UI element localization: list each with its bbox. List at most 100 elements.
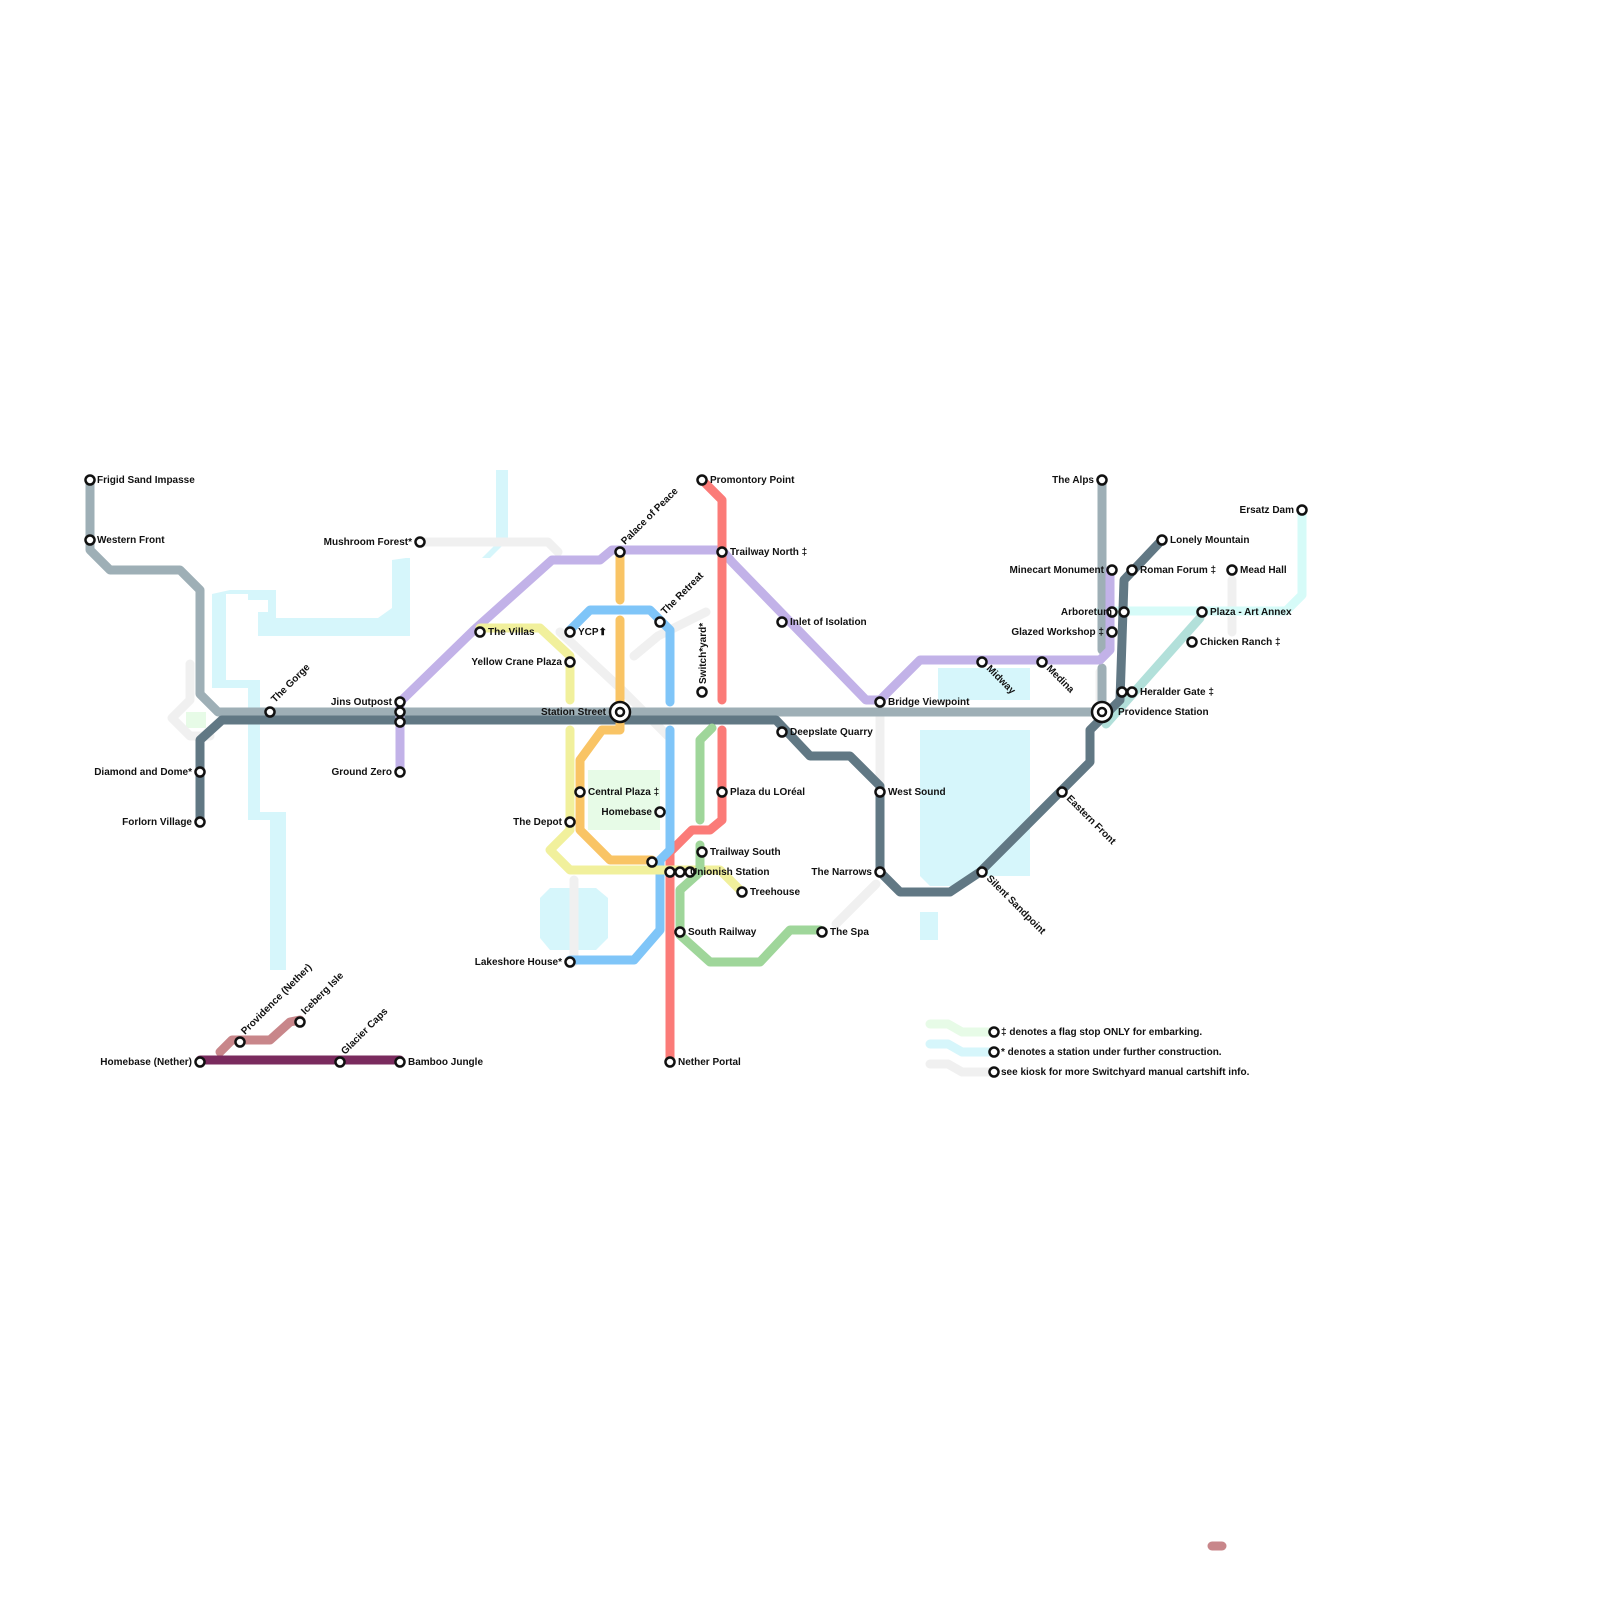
station-forlorn[interactable] <box>194 816 206 828</box>
platform-dot[interactable] <box>394 716 406 728</box>
station-groundzero[interactable] <box>394 766 406 778</box>
platform-dot[interactable] <box>1118 606 1130 618</box>
station-glacier[interactable] <box>334 1056 346 1068</box>
station-depot[interactable] <box>564 816 576 828</box>
station-label-unionish: Unionish Station <box>690 867 769 878</box>
station-alps[interactable] <box>1096 474 1108 486</box>
station-netherportal[interactable] <box>664 1056 676 1068</box>
station-label-romanforum: Roman Forum ‡ <box>1140 565 1216 576</box>
station-lonely[interactable] <box>1156 534 1168 546</box>
legend-swatch <box>925 1039 995 1057</box>
station-label-heralder: Heralder Gate ‡ <box>1140 687 1214 698</box>
station-plazaart[interactable] <box>1196 606 1208 618</box>
station-label-switchyard: Switch*yard* <box>698 623 709 684</box>
station-inlet[interactable] <box>776 616 788 628</box>
water-area <box>212 470 508 970</box>
station-label-gorge: The Gorge <box>269 662 312 705</box>
station-switchyard[interactable] <box>696 686 708 698</box>
station-easternfront[interactable] <box>1056 786 1068 798</box>
platform-dot[interactable] <box>394 706 406 718</box>
water-area <box>920 730 1030 886</box>
station-jins[interactable] <box>394 696 406 708</box>
station-bridgeview[interactable] <box>874 696 886 708</box>
station-label-plazaduloreal: Plaza du LOréal <box>730 787 805 798</box>
station-label-southrailway: South Railway <box>688 927 757 938</box>
station-ycp[interactable] <box>564 626 576 638</box>
station-bamboo[interactable] <box>394 1056 406 1068</box>
station-meadhall[interactable] <box>1226 564 1238 576</box>
station-label-easternfront: Eastern Front <box>1064 793 1118 847</box>
station-ersatz[interactable] <box>1296 504 1308 516</box>
station-label-retreat: The Retreat <box>659 570 706 617</box>
station-romanforum[interactable] <box>1126 564 1138 576</box>
station-unionish[interactable] <box>674 866 686 878</box>
station-trailwaynorth[interactable] <box>716 546 728 558</box>
station-villas[interactable] <box>474 626 486 638</box>
station-glazed[interactable] <box>1106 626 1118 638</box>
station-lakeshore[interactable] <box>564 956 576 968</box>
station-arboretum[interactable] <box>1106 606 1118 618</box>
station-label-homebase: Homebase <box>601 807 652 818</box>
construction-track <box>167 659 215 741</box>
station-label-stationstreet: Station Street <box>541 707 607 718</box>
station-diamond[interactable] <box>194 766 206 778</box>
platform-dot[interactable] <box>1116 686 1128 698</box>
yellow-line <box>475 623 575 705</box>
park-area <box>186 712 206 728</box>
station-heralder[interactable] <box>1126 686 1138 698</box>
station-label-trailwaynorth: Trailway North ‡ <box>730 547 807 558</box>
construction-track <box>629 607 711 661</box>
platform-dot[interactable] <box>664 866 676 878</box>
station-retreat[interactable] <box>654 616 666 628</box>
station-label-ycp: YCP⬆ <box>578 627 607 638</box>
station-iceberg[interactable] <box>294 1016 306 1028</box>
station-label-lonely: Lonely Mountain <box>1170 535 1249 546</box>
station-spa[interactable] <box>816 926 828 938</box>
legend-text: * denotes a station under further constr… <box>1001 1047 1222 1058</box>
station-minecart[interactable] <box>1106 564 1118 576</box>
station-trailwaysouth[interactable] <box>696 846 708 858</box>
station-label-arboretum: Arboretum <box>1061 607 1112 618</box>
station-western[interactable] <box>84 534 96 546</box>
grey-line <box>85 475 1107 717</box>
station-plazaduloreal[interactable] <box>716 786 728 798</box>
station-deepslate[interactable] <box>776 726 788 738</box>
station-medina[interactable] <box>1036 656 1048 668</box>
legend-text: see kiosk for more Switchyard manual car… <box>1001 1067 1250 1078</box>
legend-dot <box>988 1046 1000 1058</box>
terrain-layer <box>167 470 1237 970</box>
station-homebase[interactable] <box>654 806 666 818</box>
station-providencenether[interactable] <box>234 1036 246 1048</box>
station-southrailway[interactable] <box>674 926 686 938</box>
station-label-frigid: Frigid Sand Impasse <box>97 475 195 486</box>
station-homebasenether[interactable] <box>194 1056 206 1068</box>
station-palace[interactable] <box>614 546 626 558</box>
station-treehouse[interactable] <box>736 886 748 898</box>
station-westsound[interactable] <box>874 786 886 798</box>
station-gorge[interactable] <box>264 706 276 718</box>
station-midway[interactable] <box>976 656 988 668</box>
station-frigid[interactable] <box>84 474 96 486</box>
station-promontory[interactable] <box>696 474 708 486</box>
station-label-minecart: Minecart Monument <box>1010 565 1105 576</box>
legend-dot <box>988 1026 1000 1038</box>
platform-dot[interactable] <box>684 866 696 878</box>
station-mushroom[interactable] <box>414 536 426 548</box>
station-label-plazaart: Plaza - Art Annex <box>1210 607 1292 618</box>
station-centralplaza[interactable] <box>574 786 586 798</box>
interchange-core <box>1096 706 1108 718</box>
station-narrows[interactable] <box>874 866 886 878</box>
station-label-westsound: West Sound <box>888 787 946 798</box>
station-label-inlet: Inlet of Isolation <box>790 617 867 628</box>
station-label-glacier: Glacier Caps <box>339 1006 390 1057</box>
water-area <box>920 912 938 940</box>
station-label-glazed: Glazed Workshop ‡ <box>1011 627 1104 638</box>
station-label-meadhall: Mead Hall <box>1240 565 1287 576</box>
nether_pink-line <box>215 1015 305 1057</box>
station-label-narrows: The Narrows <box>811 867 872 878</box>
platform-dot[interactable] <box>646 856 658 868</box>
station-yellowcrane[interactable] <box>564 656 576 668</box>
station-chickenranch[interactable] <box>1186 636 1198 648</box>
station-silentsand[interactable] <box>976 866 988 878</box>
station-label-bamboo: Bamboo Jungle <box>408 1057 483 1068</box>
